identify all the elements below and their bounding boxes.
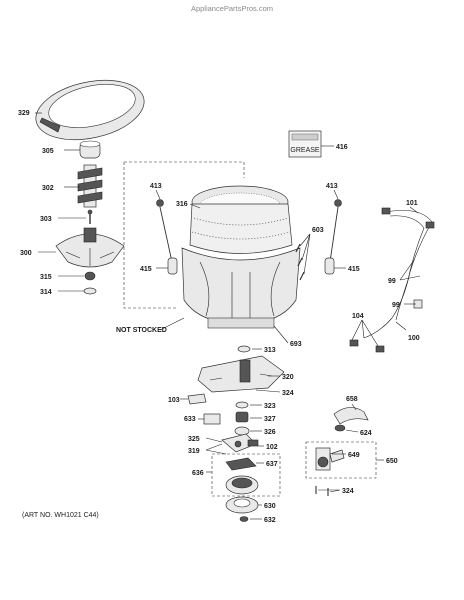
part-415-right-suspension-rod[interactable] [324,206,339,275]
callout-603: 603 [312,227,324,234]
grease-label: GREASE [290,147,320,154]
callout-632: 632 [264,517,276,524]
part-416-grease[interactable]: GREASE [288,130,322,158]
part-630-rotor[interactable] [225,496,259,514]
part-314-washer[interactable] [83,287,97,295]
callout-413-right: 413 [326,183,338,190]
callout-104: 104 [352,313,364,320]
part-326-shaft[interactable] [234,426,250,436]
callout-326: 326 [264,429,276,436]
art-number: (ART NO. WH1021 C44) [22,512,99,519]
callout-100: 100 [408,335,420,342]
callout-633: 633 [184,416,196,423]
callout-305: 305 [42,148,54,155]
part-303-bolt[interactable] [87,209,93,224]
callout-316: 316 [176,201,188,208]
callout-649: 649 [348,452,360,459]
callout-324-lower: 324 [342,488,354,495]
part-630-stator[interactable] [225,475,259,495]
callout-630: 630 [264,503,276,510]
part-323-washer[interactable] [235,401,249,409]
part-103-bracket[interactable] [187,393,207,405]
part-413-right-damper-cap[interactable] [334,199,342,207]
callout-99-upper: 99 [388,278,396,285]
part-633-switch[interactable] [203,413,221,425]
callout-329: 329 [18,110,30,117]
callout-313: 313 [264,347,276,354]
callout-314: 314 [40,289,52,296]
part-632-nut[interactable] [239,516,249,522]
callout-327: 327 [264,416,276,423]
callout-624: 624 [360,430,372,437]
callout-658: 658 [346,396,358,403]
callout-650: 650 [386,458,398,465]
callout-303: 303 [40,216,52,223]
part-313-seal[interactable] [237,345,251,353]
callout-99-lower: 99 [392,302,400,309]
part-603-clips[interactable] [295,243,305,281]
part-329-lid-ring[interactable] [30,71,149,149]
callout-101: 101 [406,200,418,207]
part-415-left-suspension-rod[interactable] [159,206,178,275]
part-316-tub-assembly[interactable] [181,185,301,329]
part-327-bearing[interactable] [235,411,249,423]
callout-103: 103 [168,397,180,404]
callout-413-left: 413 [150,183,162,190]
callout-319: 319 [188,448,200,455]
callout-320: 320 [282,374,294,381]
callout-102: 102 [266,444,278,451]
callout-324-upper: 324 [282,390,294,397]
part-305-cap[interactable] [79,140,101,159]
callout-300: 300 [20,250,32,257]
part-302-auger[interactable] [77,164,103,208]
callout-637: 637 [266,461,278,468]
part-658-hose[interactable] [333,407,369,425]
callout-415-left: 415 [140,266,152,273]
callout-693: 693 [290,341,302,348]
part-649-drain-pump[interactable] [315,447,345,471]
callout-323: 323 [264,403,276,410]
part-wire-harness[interactable] [349,207,435,353]
part-300-impeller[interactable] [55,227,125,268]
part-413-left-damper-cap[interactable] [156,199,164,207]
part-320-gearcase-mount[interactable] [197,355,285,393]
part-102-sensor[interactable] [247,439,259,447]
callout-315: 315 [40,274,52,281]
callout-636: 636 [192,470,204,477]
part-324-screws[interactable] [315,486,329,496]
callout-416: 416 [336,144,348,151]
callout-325: 325 [188,436,200,443]
callout-302: 302 [42,185,54,192]
part-315-nut[interactable] [84,271,96,281]
callout-415-right: 415 [348,266,360,273]
part-624-clamp[interactable] [334,424,346,432]
part-637-rotor-assembly[interactable] [225,457,257,471]
not-stocked-label: NOT STOCKED [116,327,167,334]
watermark-text: AppliancePartsPros.com [191,4,273,13]
